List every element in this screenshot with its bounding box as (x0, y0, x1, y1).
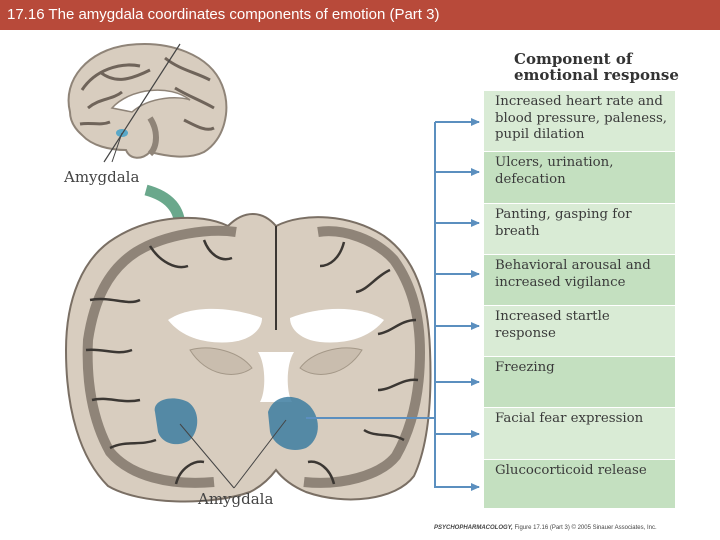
component-line: Panting, gasping for (495, 207, 671, 224)
component-item: Ulcers, urination,defecation (484, 152, 675, 203)
component-header-line-2: emotional response (514, 67, 694, 83)
component-line: response (495, 326, 671, 343)
amygdala-label-top: Amygdala (64, 168, 139, 186)
component-line: Glucocorticoid release (495, 463, 671, 480)
figure-credit: PSYCHOPHARMACOLOGY, Figure 17.16 (Part 3… (434, 525, 657, 531)
component-line: Ulcers, urination, (495, 155, 671, 172)
component-line: Facial fear expression (495, 411, 671, 428)
component-line: blood pressure, paleness, (495, 111, 671, 128)
component-item: Freezing (484, 357, 675, 407)
component-line: increased vigilance (495, 275, 671, 292)
coronal-brain (66, 214, 430, 502)
component-line: Behavioral arousal and (495, 258, 671, 275)
component-header: Component of emotional response (514, 51, 694, 83)
component-line: Increased heart rate and (495, 94, 671, 111)
amygdala-label-bottom: Amygdala (198, 490, 273, 508)
component-line: breath (495, 224, 671, 241)
component-item: Facial fear expression (484, 408, 675, 459)
component-line: defecation (495, 172, 671, 189)
component-line: Freezing (495, 360, 671, 377)
component-item: Glucocorticoid release (484, 460, 675, 508)
credit-book: PSYCHOPHARMACOLOGY, (434, 525, 513, 531)
component-line: Increased startle (495, 309, 671, 326)
component-header-line-1: Component of (514, 51, 694, 67)
credit-text: Figure 17.16 (Part 3) © 2005 Sinauer Ass… (514, 525, 656, 531)
sagittal-brain (69, 44, 227, 158)
component-line: pupil dilation (495, 127, 671, 144)
